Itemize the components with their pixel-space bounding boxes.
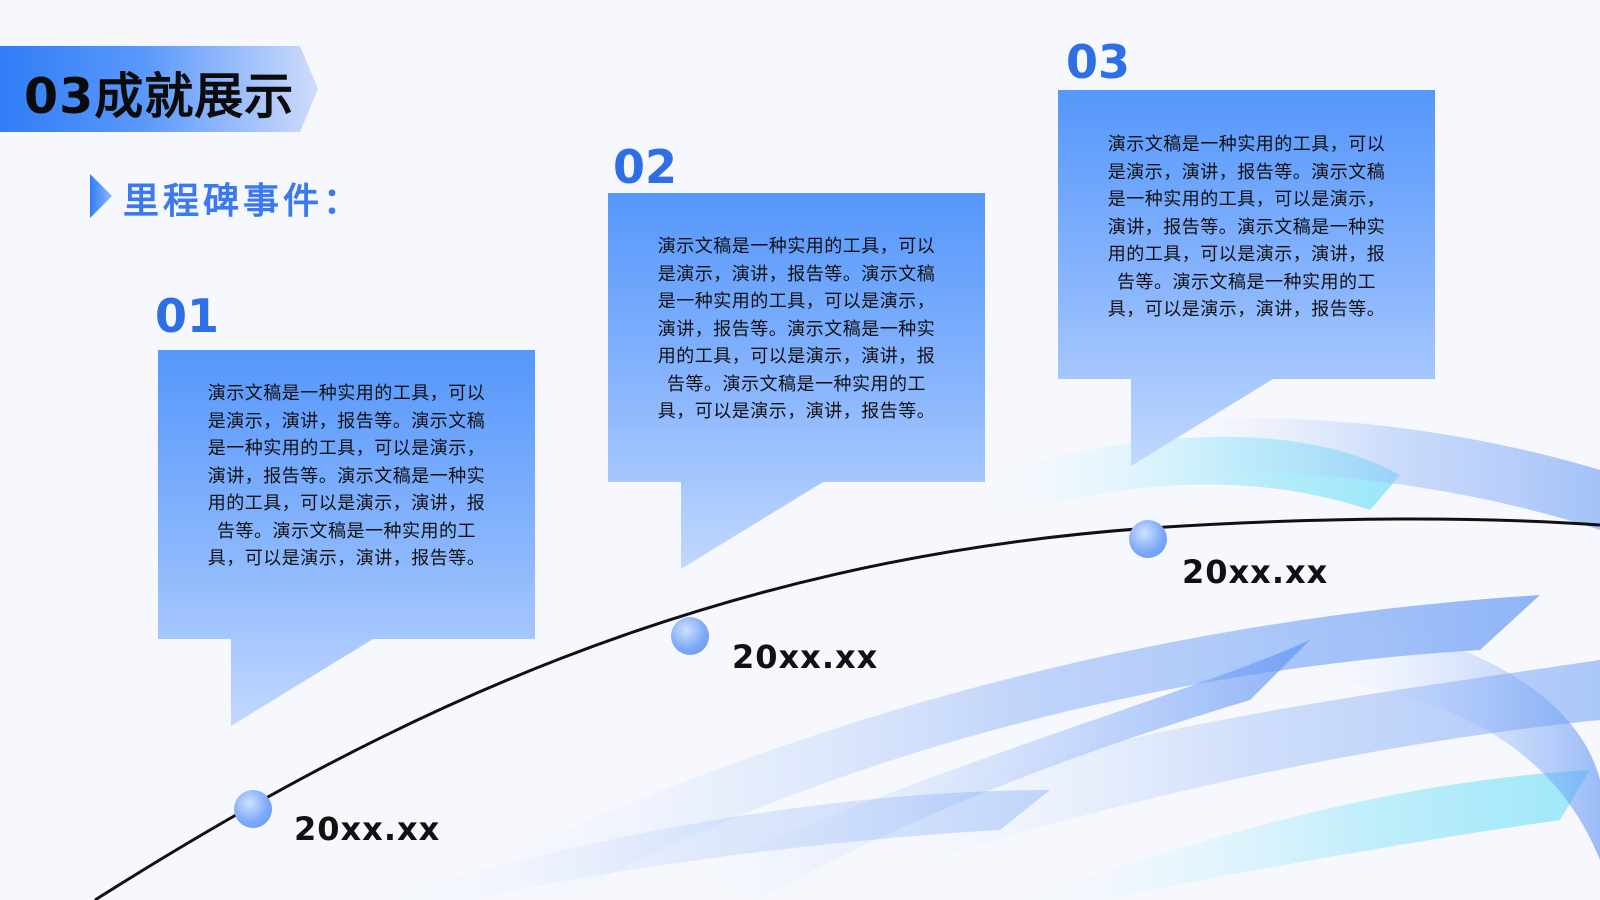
milestone-description: 演示文稿是一种实用的工具，可以是演示，演讲，报告等。演示文稿是一种实用的工具，可… (657, 236, 936, 422)
swoosh-band (900, 660, 1600, 860)
swoosh-band (1020, 770, 1590, 900)
milestone-number: 02 (613, 140, 678, 194)
page-title: 03成就展示 (24, 68, 295, 125)
milestone-description: 演示文稿是一种实用的工具，可以是演示，演讲，报告等。演示文稿是一种实用的工具，可… (207, 383, 486, 569)
milestone-date: 20xx.xx (732, 638, 879, 676)
milestone-date: 20xx.xx (294, 810, 441, 848)
timeline-curve (94, 517, 1600, 900)
swoosh-band (1180, 418, 1600, 530)
milestone-number: 03 (1066, 35, 1131, 89)
milestone-description: 演示文稿是一种实用的工具，可以是演示，演讲，报告等。演示文稿是一种实用的工具，可… (1107, 134, 1386, 320)
section-subtitle: 里程碑事件： (123, 181, 364, 222)
milestone-date: 20xx.xx (1182, 553, 1329, 591)
timeline-node (671, 617, 709, 655)
milestone-number: 01 (155, 289, 220, 343)
swoosh-band (380, 790, 1050, 900)
timeline-node (1129, 520, 1167, 558)
swoosh-band (1330, 620, 1600, 860)
title-banner (0, 46, 318, 132)
timeline-node (234, 790, 272, 828)
